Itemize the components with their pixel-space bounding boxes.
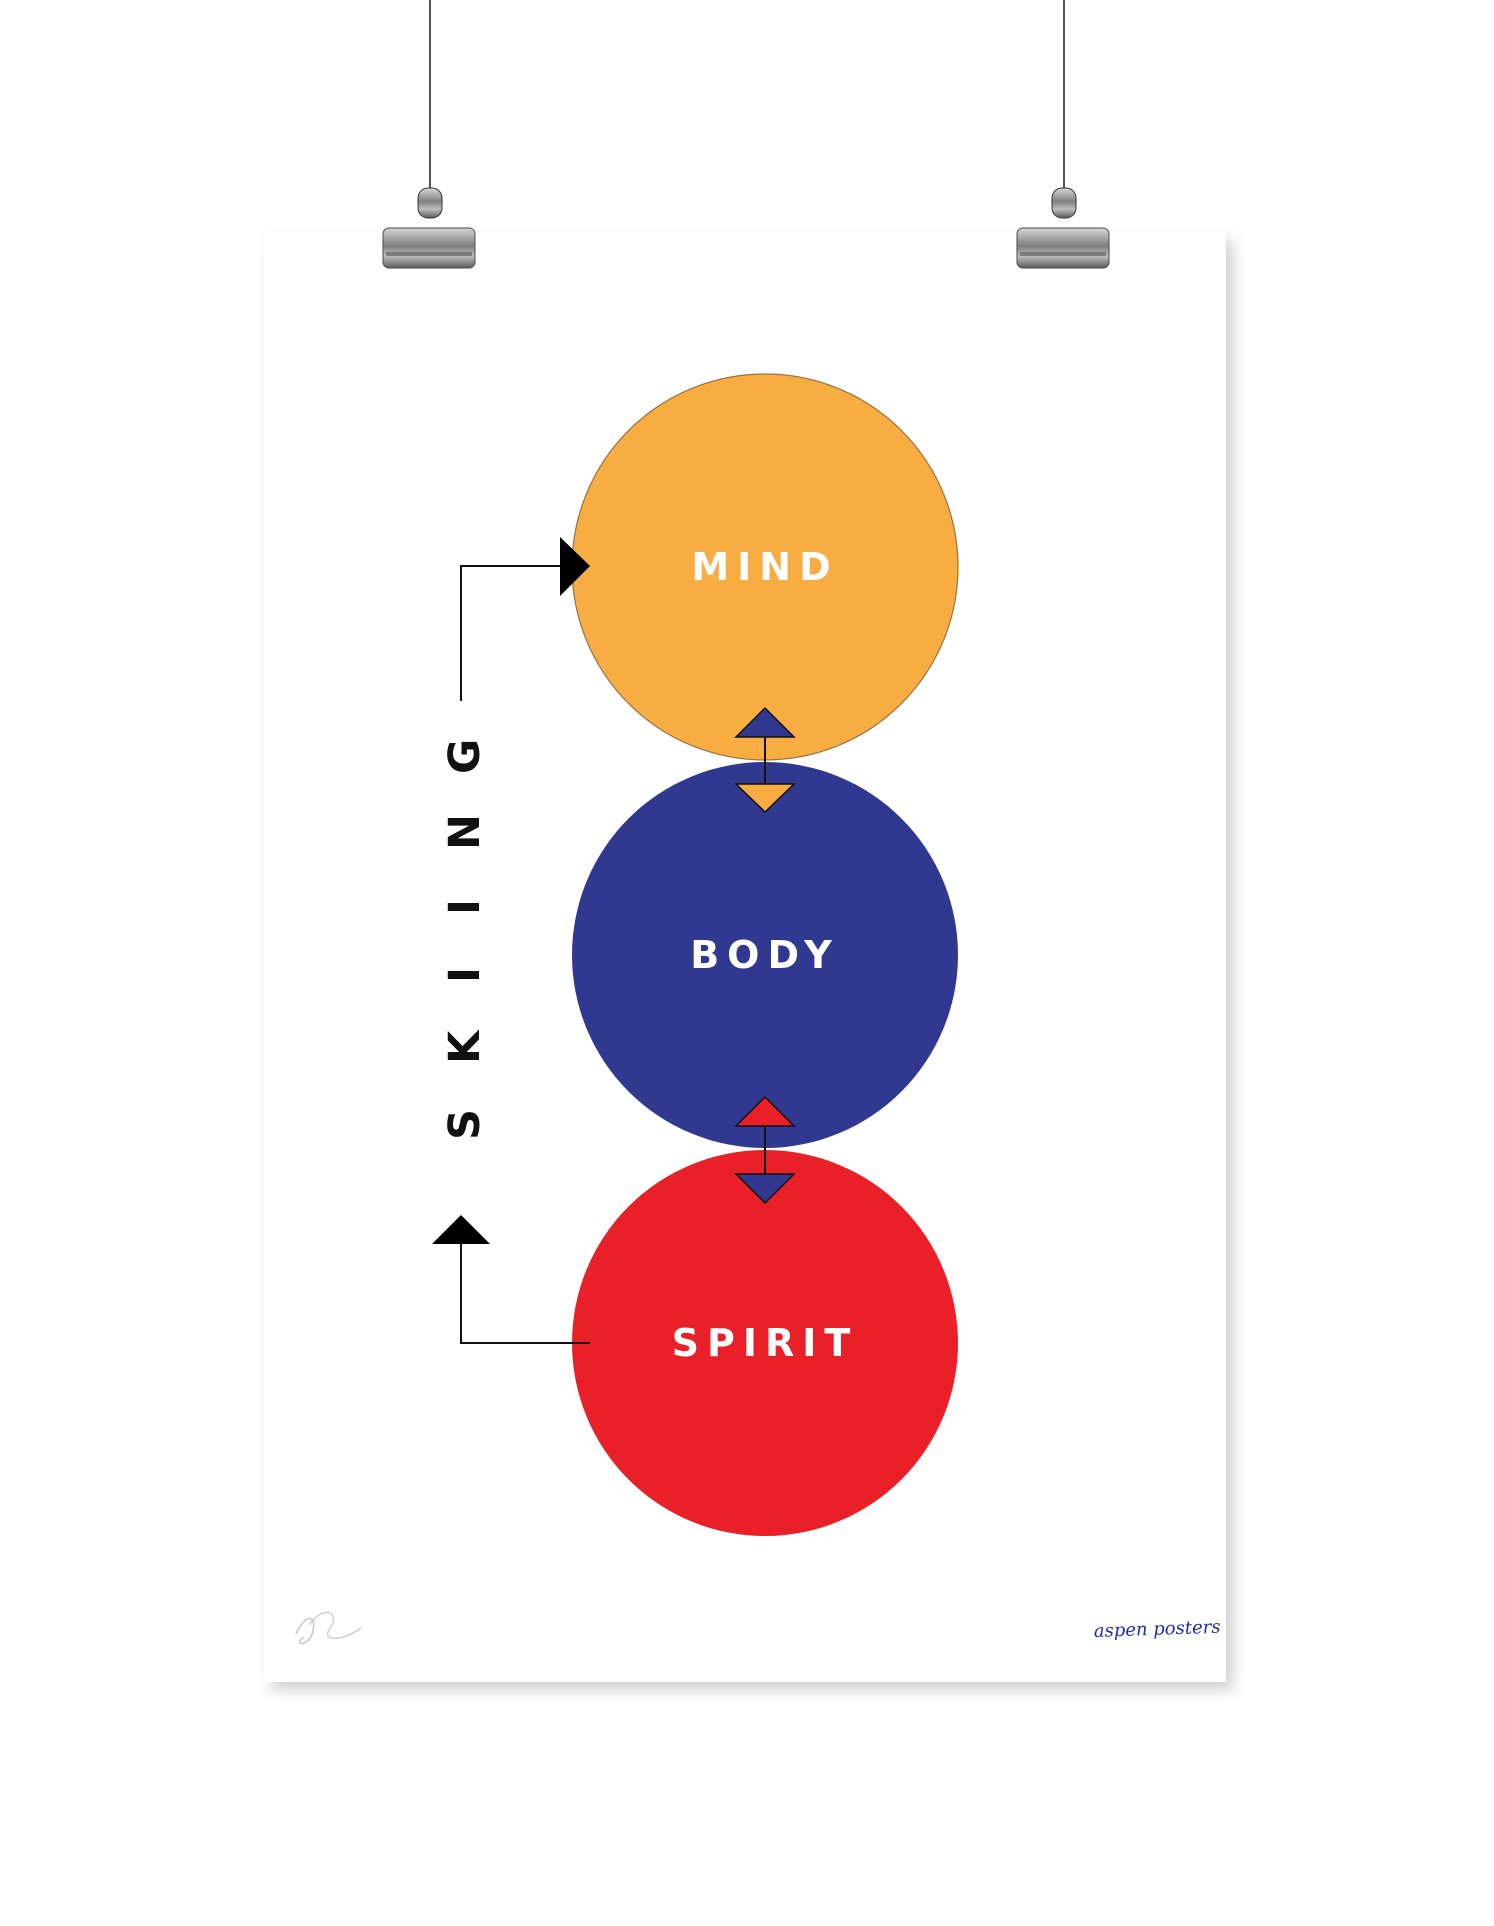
skiing-letter: G [440, 739, 490, 774]
skiing-letter: I [440, 967, 490, 983]
mind-body-double-arrow-icon [734, 706, 796, 814]
spirit-label: SPIRIT [672, 1321, 859, 1365]
right-binder-clip-icon [1016, 187, 1110, 269]
skiing-vertical-title: S K I I N G [440, 739, 490, 1140]
left-binder-clip-icon [382, 187, 476, 269]
mind-label: MIND [691, 545, 838, 589]
skiing-letter: I [440, 899, 490, 915]
mind-feedback-line [460, 565, 562, 701]
right-signature: aspen posters [1093, 1617, 1220, 1642]
body-label: BODY [690, 933, 840, 977]
body-circle [572, 762, 958, 1148]
spirit-circle [572, 1150, 958, 1536]
spirit-feedback-line [460, 1243, 590, 1344]
triangle-up-icon [432, 1215, 490, 1244]
skiing-letter: S [440, 1109, 490, 1140]
triangle-right-icon [560, 537, 590, 596]
left-signature-icon [295, 1611, 362, 1645]
skiing-letter: K [440, 1029, 490, 1064]
body-spirit-double-arrow-icon [734, 1095, 796, 1205]
skiing-letter: N [440, 814, 490, 850]
